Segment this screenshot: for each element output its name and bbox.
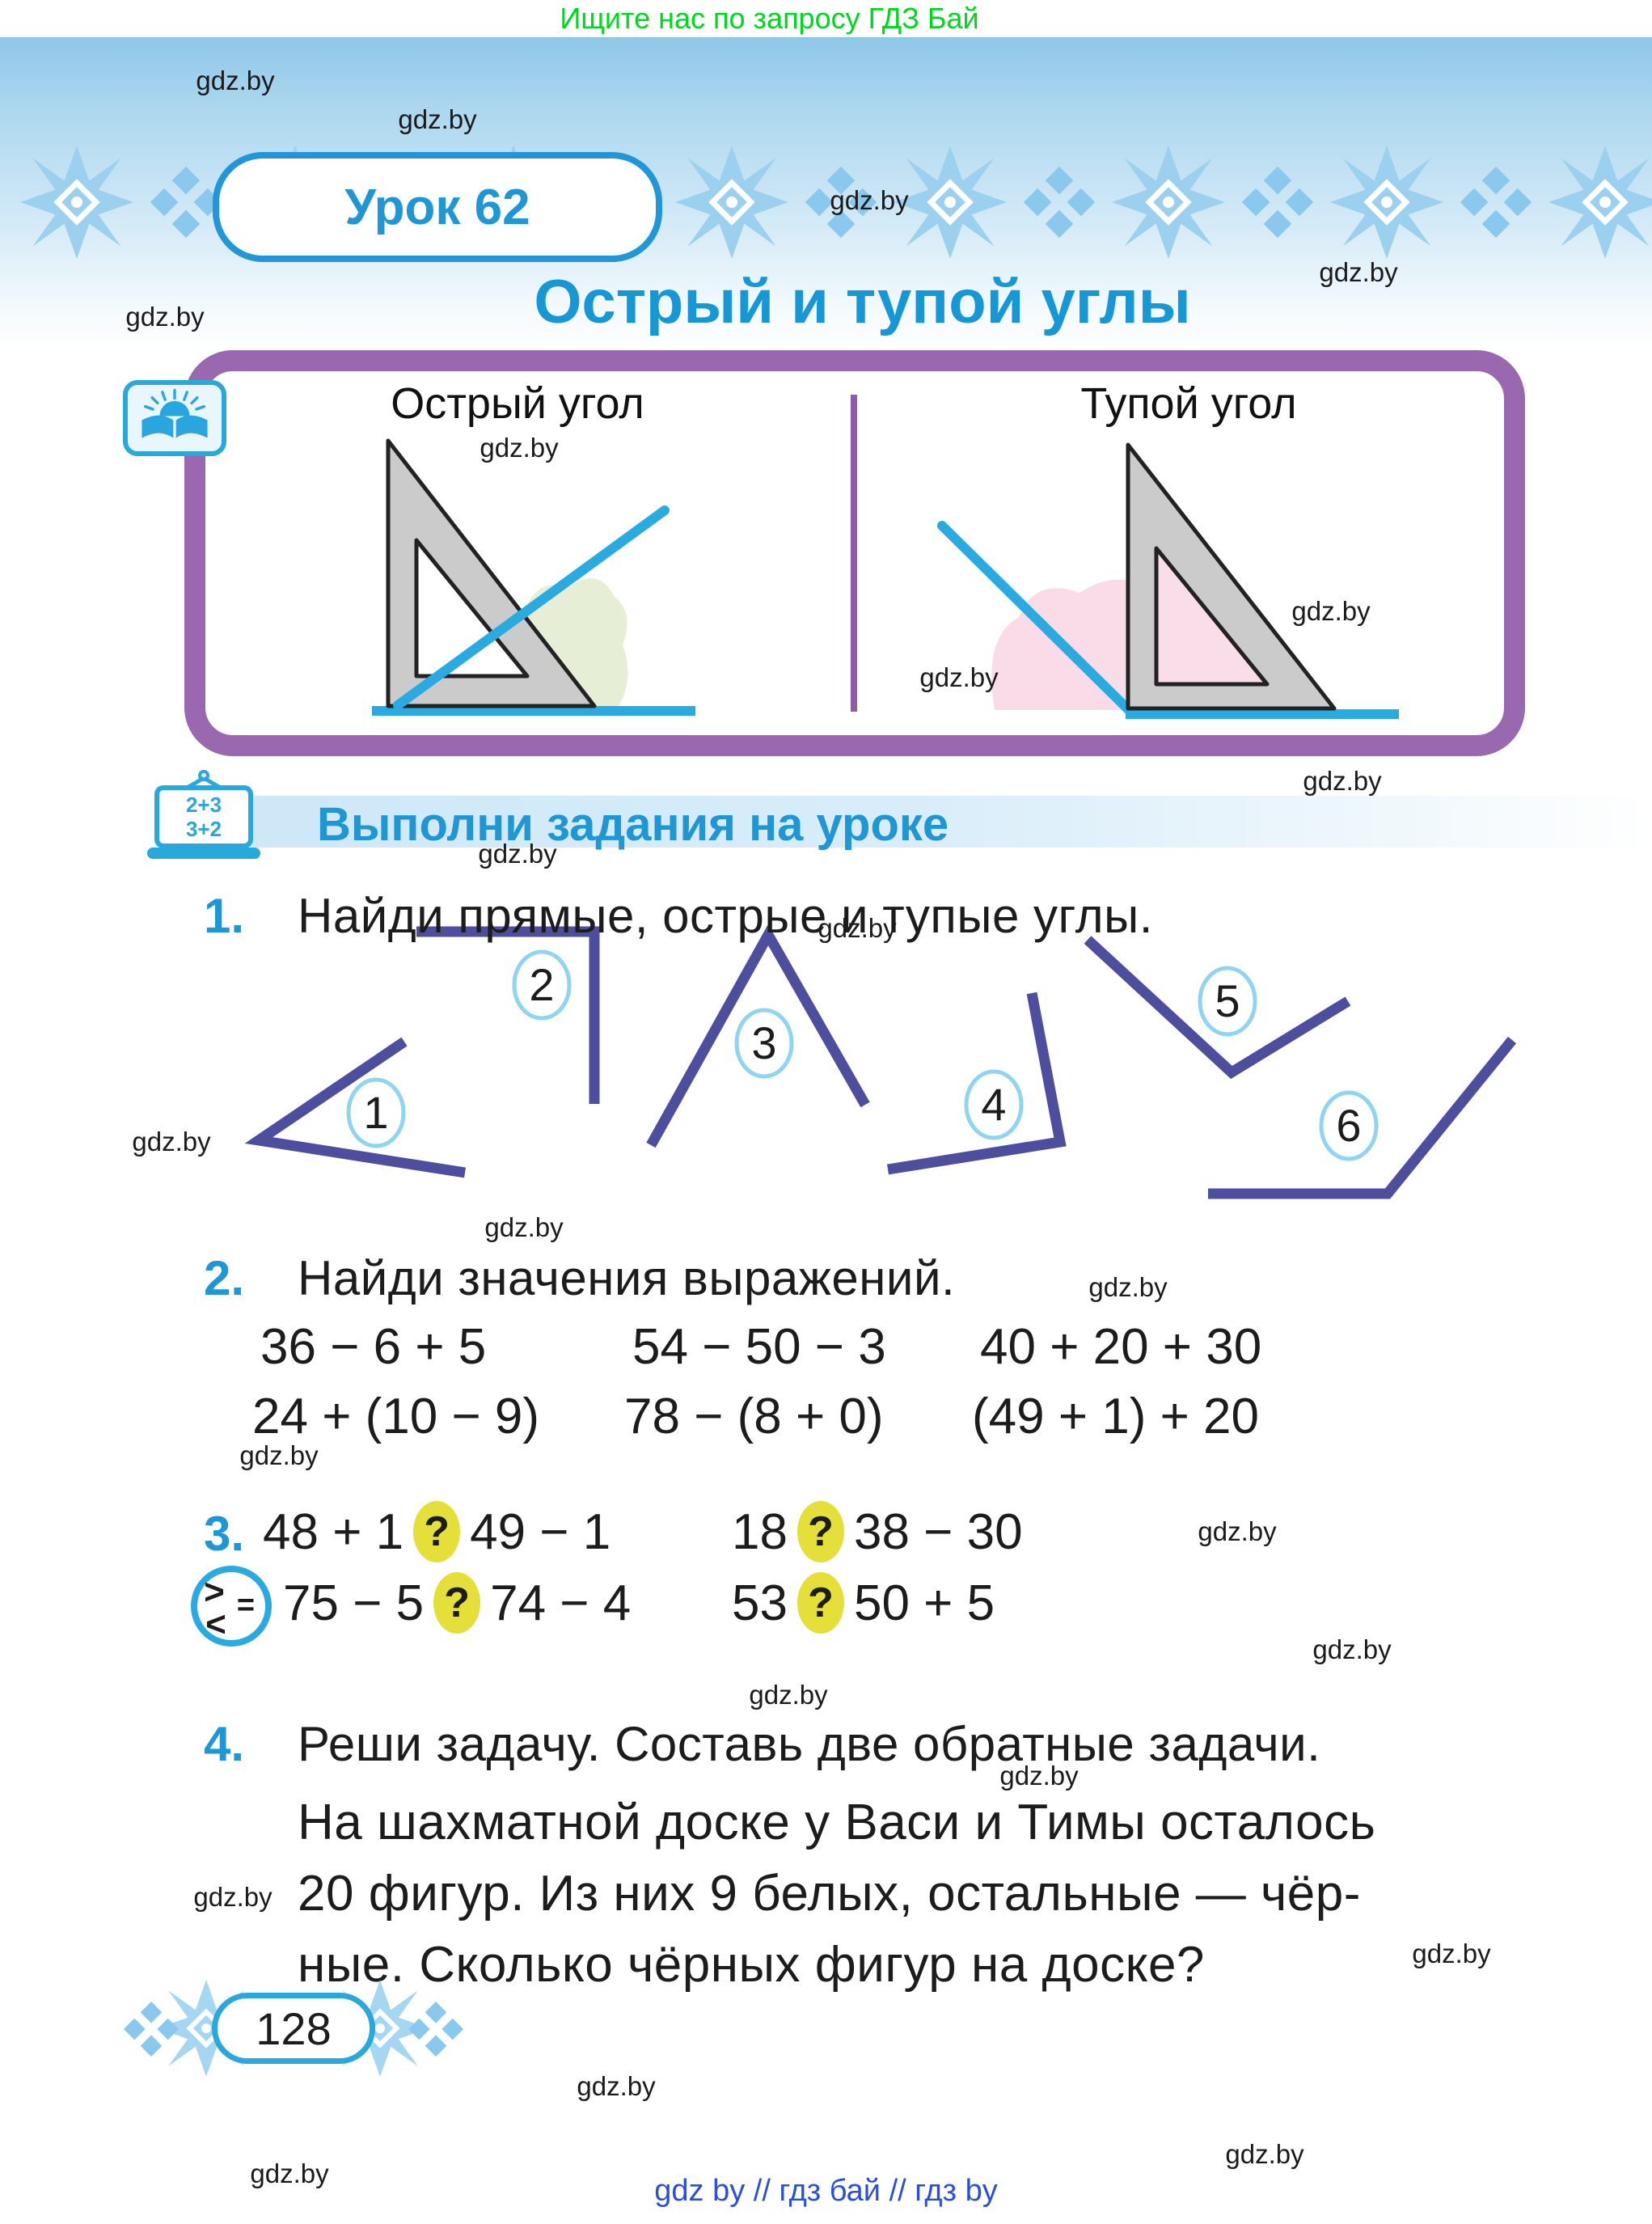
task4-body-line: ные. Сколько чёрных фигур на доске? [298,1937,1205,1993]
angle-6 [1208,1036,1517,1199]
angle-2 [416,926,600,1104]
section-heading: Выполни задания на уроке [317,798,949,851]
task1-number: 1. [204,889,245,943]
gdz-watermark: gdz.by [830,185,909,215]
svg-text:1: 1 [363,1087,388,1138]
task4-number: 4. [204,1717,245,1771]
task1-text: Найди прямые, острые и тупые углы. [298,889,1153,943]
task4-body-line: На шахматной доске у Васи и Тимы осталос… [298,1795,1376,1850]
svg-text:=: = [237,1588,255,1622]
angle-label-4: 4 [964,1069,1024,1140]
gdz-watermark: gdz.by [193,1882,273,1912]
question-badge: ? [413,1501,461,1562]
lesson-badge-label: Урок 62 [344,179,530,235]
page-number: 128 [256,2002,332,2054]
lesson-badge: Урок 62 [213,152,662,262]
angle-3 [646,924,870,1148]
compare-signs-icon: > = < [191,1566,272,1647]
acute-ray [393,505,670,710]
comparison: 75 − 5 ? 74 − 4 [283,1572,631,1634]
expression: 78 − (8 + 0) [624,1389,884,1444]
gdz-watermark: gdz.by [478,839,557,869]
question-badge: ? [796,1501,844,1562]
acute-angle-title: Острый угол [391,379,644,428]
question-badge: ? [433,1572,481,1634]
expression: 24 + (10 − 9) [252,1389,540,1444]
gdz-watermark: gdz.by [480,433,559,463]
expression: 54 − 50 − 3 [632,1319,886,1375]
gdz-watermark: gdz.by [749,1680,828,1710]
gdz-watermark: gdz.by [250,2158,329,2188]
gdz-watermark: gdz.by [1291,596,1371,626]
task1-angles-figure: 1 2 3 4 5 6 [244,924,1517,1199]
gdz-watermark: gdz.by [1198,1516,1277,1546]
svg-text:5: 5 [1215,975,1240,1026]
publisher-logo-chip [123,380,226,456]
obtuse-ray [937,521,1135,717]
svg-text:3+2: 3+2 [186,817,222,841]
gdz-watermark: gdz.by [1225,2139,1304,2169]
promo-bar: Ищите нас по запросу ГДЗ Бай [0,0,1652,37]
expression: 40 + 20 + 30 [980,1319,1262,1375]
panel-divider [851,395,857,712]
page-title: Острый и тупой углы [534,268,1191,336]
task2-text: Найди значения выражений. [298,1251,956,1305]
gdz-watermark: gdz.by [132,1127,211,1156]
angle-label-5: 5 [1198,966,1257,1037]
gdz-watermark: gdz.by [1319,257,1398,287]
gdz-watermark: gdz.by [999,1761,1079,1791]
gdz-watermark: gdz.by [1303,766,1382,796]
svg-text:3: 3 [751,1017,776,1068]
svg-text:<: < [205,1605,226,1644]
sun-book-icon [142,388,208,438]
svg-text:4: 4 [981,1079,1006,1130]
page-number-pill: 128 [212,1993,375,2064]
blackboard-icon: 2+3 3+2 [147,770,260,859]
expression: (49 + 1) + 20 [972,1389,1260,1444]
svg-text:2+3: 2+3 [186,793,222,817]
gdz-watermark: gdz.by [398,104,477,134]
task4-body-line: 20 фигур. Из них 9 белых, остальные — чё… [298,1866,1361,1922]
gdz-watermark: gdz.by [484,1212,564,1242]
comparison: 18 ? 38 − 30 [732,1501,1023,1562]
angle-label-1: 1 [346,1077,406,1148]
gdz-watermark: gdz.by [1088,1272,1168,1302]
svg-text:>: > [204,1572,225,1612]
gdz-watermark: gdz.by [1412,1939,1491,1968]
question-badge: ? [796,1572,844,1634]
gdz-watermark: gdz.by [239,1440,319,1470]
comparison: 53 ? 50 + 5 [732,1572,995,1634]
section-heading-band [186,796,1652,848]
expression: 36 − 6 + 5 [260,1319,487,1375]
diamond-cluster-icon [408,2001,464,2057]
gdz-watermark: gdz.by [125,302,205,332]
gdz-watermark: gdz.by [196,66,275,95]
svg-text:2: 2 [529,959,554,1010]
acute-angle-figure [372,438,695,716]
task2-number: 2. [204,1251,245,1305]
gdz-watermark: gdz.by [577,2071,656,2101]
angle-4 [886,991,1067,1175]
task3-number: 3. [204,1507,245,1561]
gdz-watermark: gdz.by [1312,1634,1392,1664]
angle-label-3: 3 [734,1008,794,1079]
svg-text:6: 6 [1336,1100,1361,1151]
angle-label-6: 6 [1319,1090,1379,1161]
angle-label-2: 2 [512,949,572,1021]
gdz-watermark: gdz.by [919,662,999,692]
diamond-cluster-icon [123,2001,180,2057]
promo-text: Ищите нас по запросу ГДЗ Бай [560,2,979,35]
obtuse-angle-title: Тупой угол [1080,379,1297,428]
gdz-watermark: gdz.by [818,913,897,943]
comparison: 48 + 1 ? 49 − 1 [263,1501,611,1562]
obtuse-angle-figure [937,442,1399,719]
angle-5 [1084,936,1351,1080]
footer-links: gdz by // гдз бай // гдз by [654,2174,998,2208]
angle-1 [244,1037,467,1178]
task4-text: Реши задачу. Составь две обратные задачи… [298,1717,1321,1771]
